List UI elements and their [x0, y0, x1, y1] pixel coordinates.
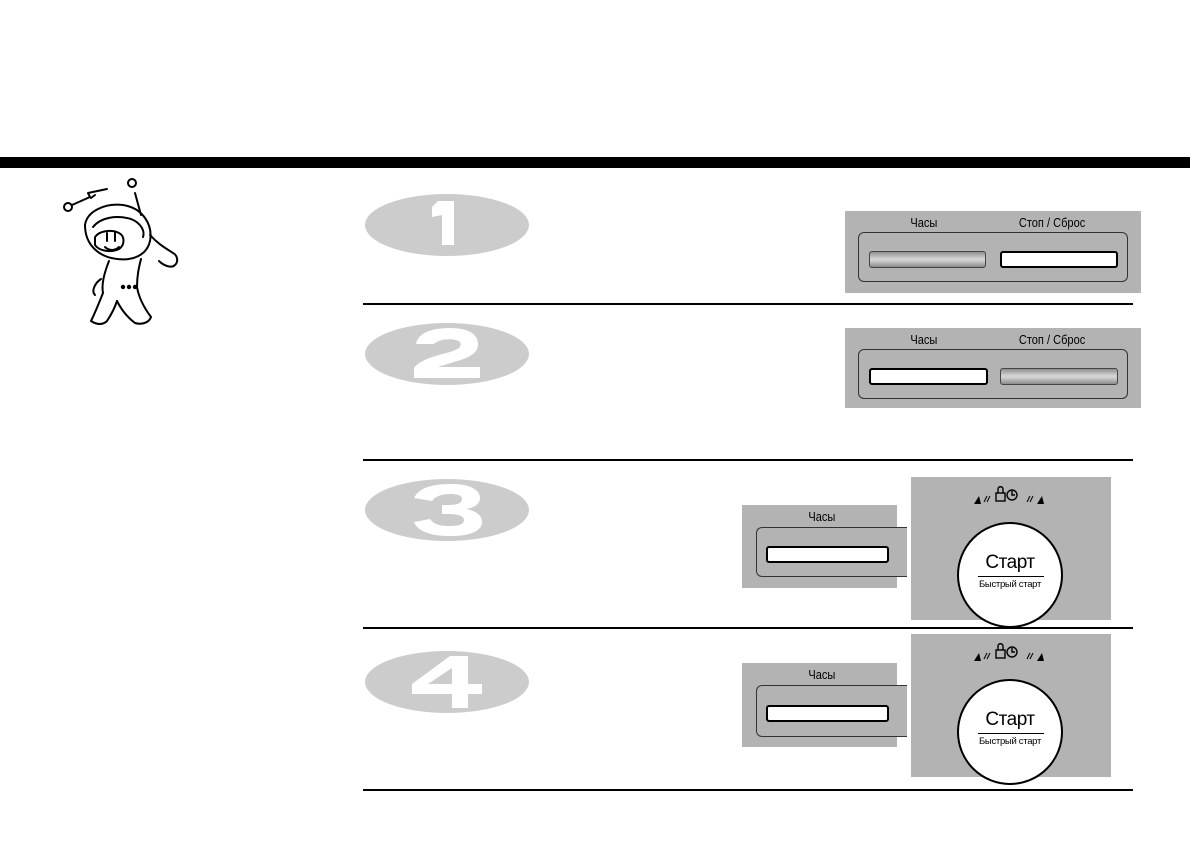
robot-mascot-icon — [63, 178, 179, 325]
step-divider — [363, 627, 1133, 629]
lock-icon — [995, 643, 1006, 659]
clock-panel-step-3: Часы — [742, 505, 907, 588]
start-button[interactable]: Старт Быстрый старт — [957, 522, 1063, 628]
clock-icon — [1006, 489, 1018, 501]
start-button[interactable]: Старт Быстрый старт — [957, 679, 1063, 785]
clock-panel-step-4: Часы — [742, 663, 907, 747]
stop-reset-button-label: Стоп / Сброс — [1018, 332, 1086, 347]
start-panel-step-4: Старт Быстрый старт — [911, 634, 1111, 785]
lock-icon — [995, 486, 1006, 502]
stop-reset-button[interactable] — [1000, 368, 1118, 385]
start-button-label: Старт — [985, 552, 1035, 573]
clock-button[interactable] — [869, 251, 986, 268]
triangle-arrow-icon — [1037, 496, 1044, 504]
triangle-arrow-icon — [974, 496, 981, 504]
clock-button-label: Часы — [808, 667, 836, 682]
step-number-icon — [365, 479, 529, 541]
step-divider — [363, 789, 1133, 791]
start-button-label: Старт — [985, 709, 1035, 730]
quick-start-label: Быстрый старт — [978, 736, 1042, 747]
start-panel-step-3: Старт Быстрый старт — [911, 477, 1111, 628]
clock-button[interactable] — [766, 705, 889, 722]
start-indicator-icons — [974, 643, 1044, 661]
step-divider — [363, 459, 1133, 461]
clock-button-label: Часы — [808, 509, 836, 524]
step-number-icon — [365, 194, 529, 256]
clock-icon — [1006, 646, 1018, 658]
clock-button-label: Часы — [910, 332, 938, 347]
triangle-arrow-icon — [974, 653, 981, 661]
step-divider — [363, 303, 1133, 305]
triangle-arrow-icon — [1037, 653, 1044, 661]
control-panel-step-1: Часы Стоп / Сброс — [845, 211, 1141, 293]
header-bar — [0, 157, 1190, 168]
clock-button[interactable] — [766, 546, 889, 563]
step-number-icon — [365, 323, 529, 385]
stop-reset-button[interactable] — [1000, 251, 1118, 268]
stop-reset-button-label: Стоп / Сброс — [1018, 215, 1086, 230]
step-number-icon — [365, 651, 529, 713]
clock-button-label: Часы — [910, 215, 938, 230]
quick-start-label: Быстрый старт — [978, 579, 1042, 590]
start-indicator-icons — [974, 486, 1044, 504]
clock-button[interactable] — [869, 368, 988, 385]
control-panel-step-2: Часы Стоп / Сброс — [845, 328, 1141, 408]
